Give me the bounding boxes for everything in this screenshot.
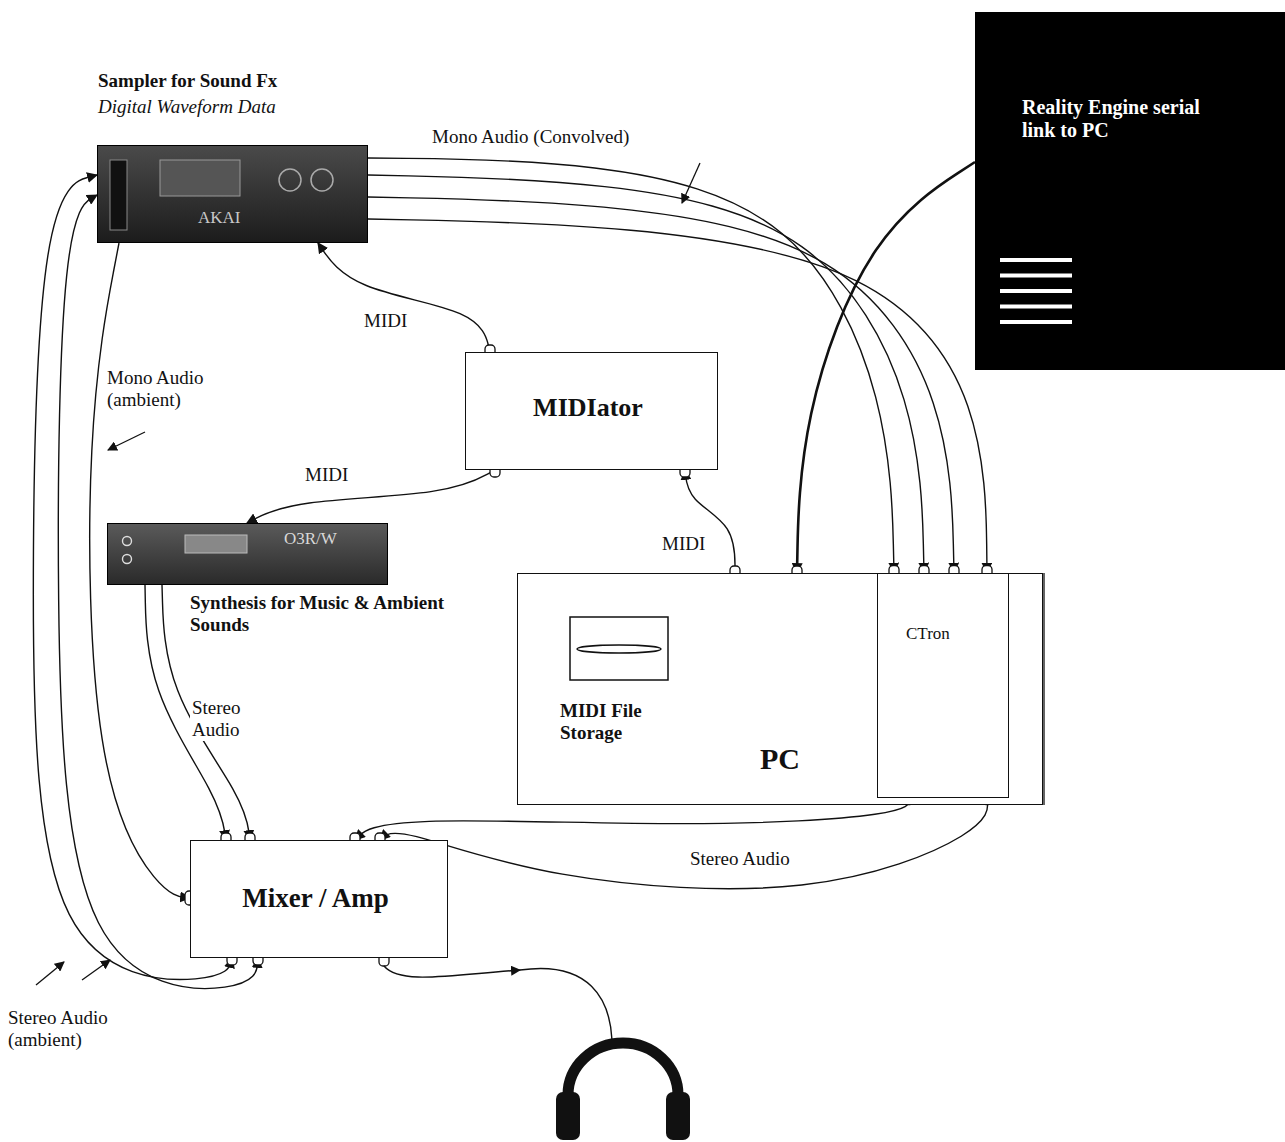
serial-link xyxy=(797,162,975,573)
cable xyxy=(368,219,987,573)
leader-arrow xyxy=(682,163,700,203)
storage-label: MIDI File Storage xyxy=(560,700,695,744)
cable xyxy=(318,243,490,352)
device-name: Reality Engine serial link to PC xyxy=(1022,96,1212,142)
cable xyxy=(685,470,735,573)
device-subheading: Digital Waveform Data xyxy=(98,96,276,118)
leader-arrow xyxy=(36,962,64,985)
pc-box: MIDI File StoragePC CTron xyxy=(517,573,1043,805)
device-name: Mixer / Amp xyxy=(191,883,440,914)
edge-label: Stereo Audio xyxy=(190,697,278,741)
card-edge xyxy=(1043,573,1044,805)
leader-arrow xyxy=(108,432,145,450)
edge-label: MIDI xyxy=(660,533,707,555)
edge-label: MIDI xyxy=(362,310,409,332)
cable xyxy=(380,798,988,889)
audio-card: CTron xyxy=(877,573,1009,798)
device-name: PC xyxy=(760,742,800,777)
cable xyxy=(368,197,954,573)
device-name: MIDIator xyxy=(466,393,710,423)
edge-label: MIDI xyxy=(303,464,350,486)
audio-wire xyxy=(384,966,520,977)
edge-label: Stereo Audio (ambient) xyxy=(6,1007,170,1051)
device-heading: Sampler for Sound Fx xyxy=(98,70,277,92)
headphones xyxy=(556,1043,690,1140)
reality-engine: Reality Engine serial link to PC xyxy=(975,12,1285,370)
cable xyxy=(247,470,495,523)
card-name: CTron xyxy=(906,624,950,644)
midi-interface: MIDIator xyxy=(465,352,718,470)
synth-unit: O3R/WSynthesis for Music & Ambient Sound… xyxy=(107,523,388,585)
brand-name: AKAI xyxy=(198,208,241,228)
edge-label: Mono Audio (Convolved) xyxy=(430,126,631,148)
device-caption: Synthesis for Music & Ambient Sounds xyxy=(190,592,475,636)
leader-arrow xyxy=(82,960,110,980)
mixer-amp: Mixer / Amp xyxy=(190,840,448,958)
cable xyxy=(368,175,924,573)
edge-label: Stereo Audio xyxy=(688,848,792,870)
sampler-unit: Sampler for Sound FxDigital Waveform Dat… xyxy=(97,145,368,243)
edge-label: Mono Audio (ambient) xyxy=(105,367,259,411)
device-name: O3R/W xyxy=(284,529,337,549)
audio-wire xyxy=(520,968,612,1040)
